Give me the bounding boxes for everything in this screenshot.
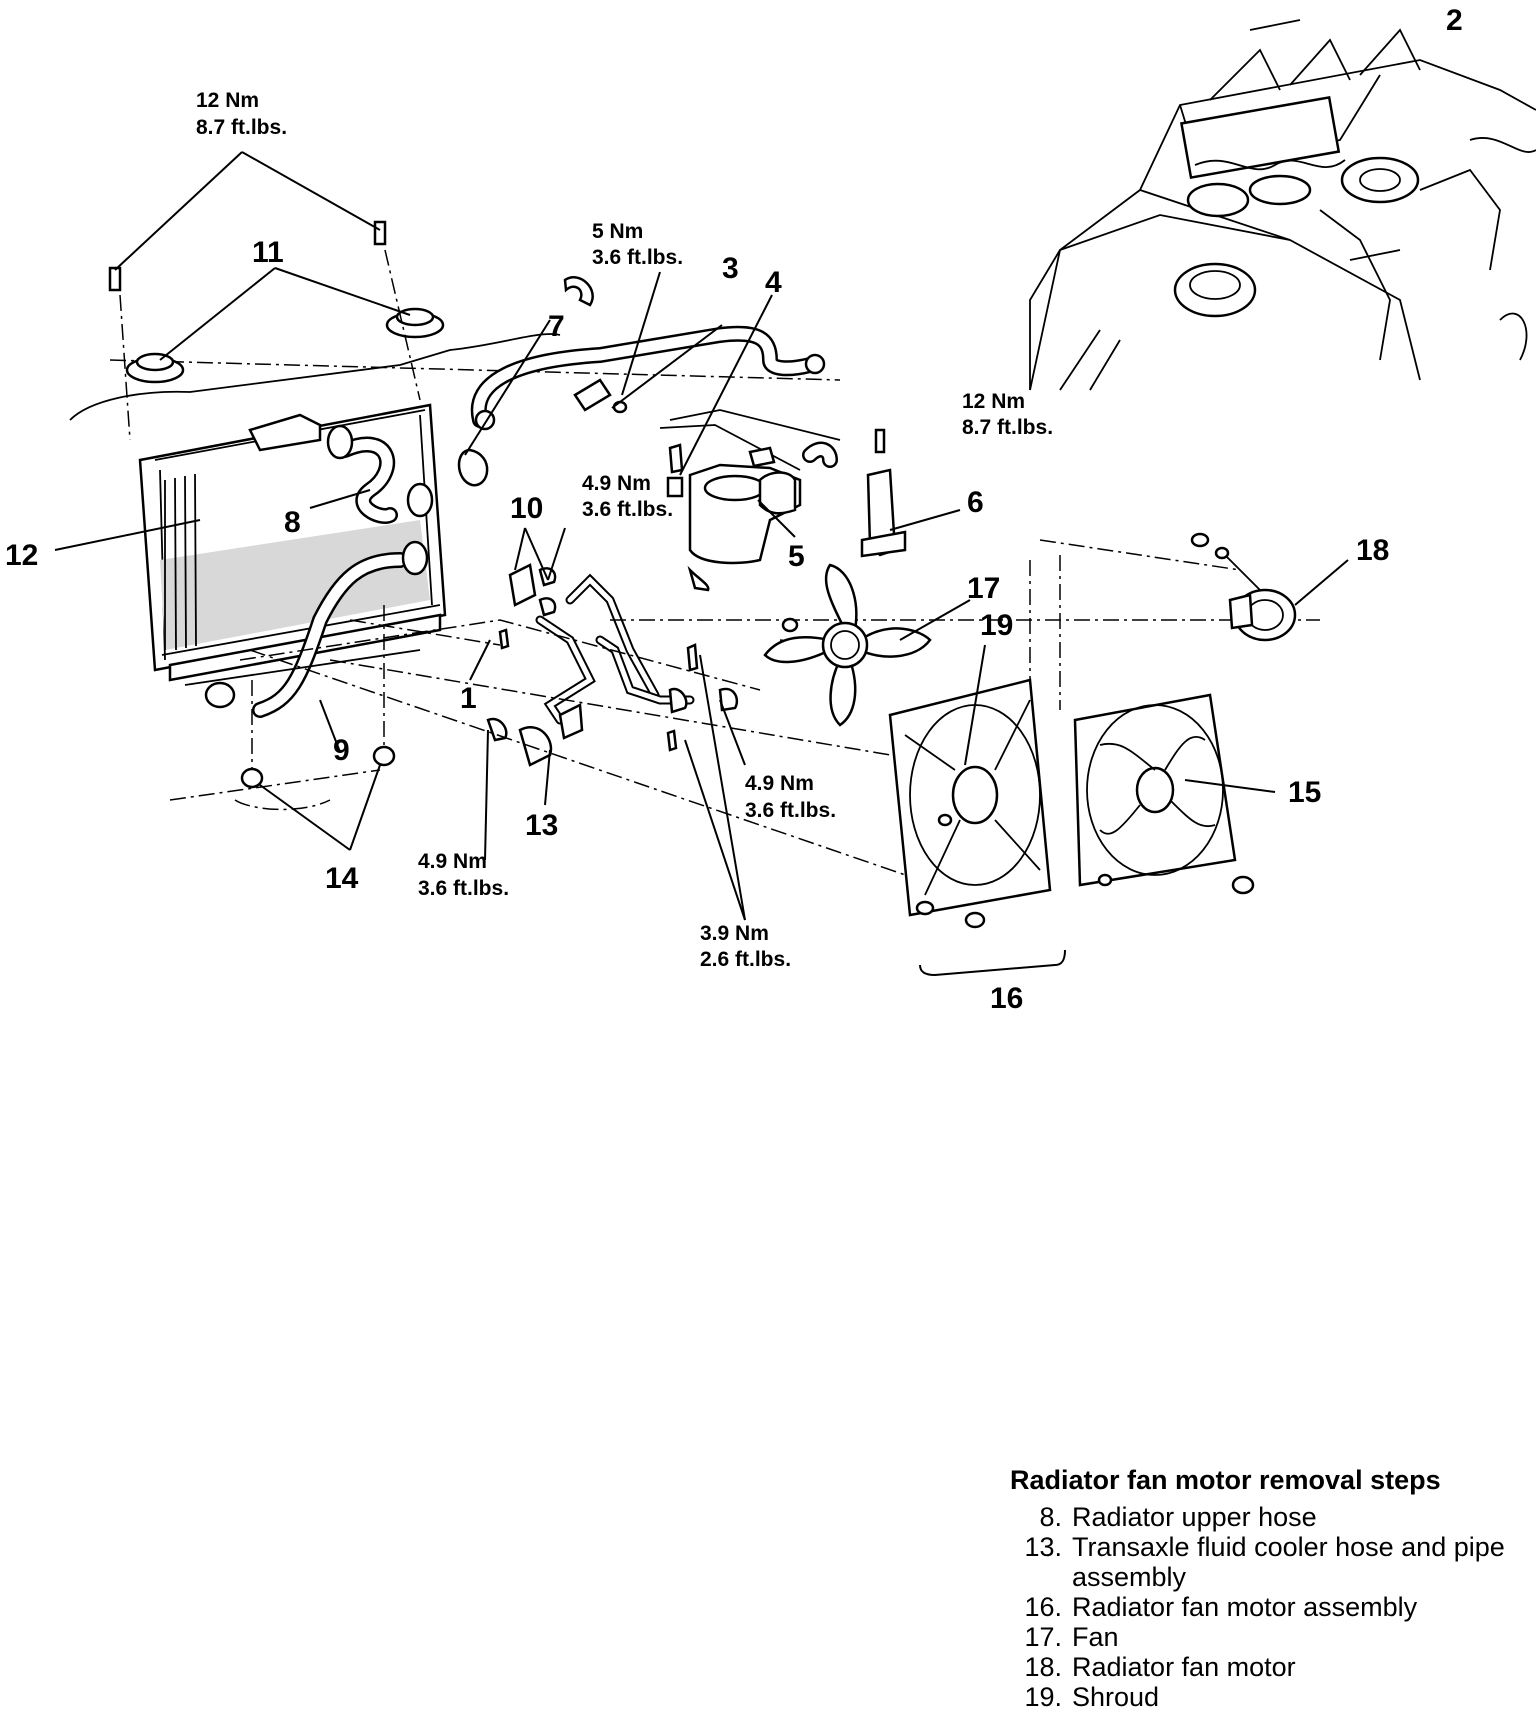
callout-7: 7 [548, 310, 565, 343]
fan-motor [1190, 532, 1297, 642]
callout-3: 3 [722, 252, 739, 285]
upper-insulators [108, 220, 445, 441]
torque-pipe-ft: 3.6 ft.lbs. [745, 799, 836, 822]
removal-steps-list: 8. Radiator upper hose 13. Transaxle fluid… [1010, 1502, 1530, 1712]
removal-steps: Radiator fan motor removal steps 8. Radia… [1010, 1465, 1530, 1712]
step-number: 8. [1039, 1502, 1062, 1532]
callout-6: 6 [967, 486, 984, 519]
callout-14: 14 [325, 862, 359, 895]
torque-center-nm: 4.9 Nm [582, 472, 651, 495]
bracket [860, 428, 907, 558]
step-text: Shroud [1072, 1682, 1160, 1712]
callout-8: 8 [284, 506, 301, 539]
step-number: 18. [1024, 1652, 1062, 1682]
torque-lower-nm: 4.9 Nm [418, 850, 487, 873]
engine-drawing [1029, 19, 1536, 391]
callout-labels: 2 3 4 5 6 7 8 9 10 11 12 13 14 15 16 17 … [5, 4, 1463, 1015]
shroud [888, 678, 1052, 929]
step-number: 17. [1024, 1622, 1062, 1652]
torque-top-nm: 12 Nm [196, 89, 259, 112]
callout-12: 12 [5, 539, 38, 572]
step-item: 13. Transaxle fluid cooler hose and pipe … [1010, 1532, 1530, 1592]
torque-labels: 12 Nm 8.7 ft.lbs. 5 Nm 3.6 ft.lbs. 4.9 N… [196, 89, 1053, 971]
step-item: 18. Radiator fan motor [1010, 1652, 1530, 1682]
upper-hose [326, 424, 434, 524]
fan-assembly [1073, 693, 1255, 895]
step-text: Radiator fan motor [1072, 1652, 1296, 1682]
callout-1: 1 [460, 682, 477, 715]
bracket-16 [919, 949, 1066, 977]
callout-2: 2 [1446, 4, 1463, 37]
torque-bolt-nm: 3.9 Nm [700, 922, 769, 945]
cooler-pipes [486, 563, 739, 767]
step-item: 17. Fan [1010, 1622, 1530, 1652]
torque-bracket-nm: 12 Nm [962, 390, 1025, 413]
callout-15: 15 [1288, 776, 1321, 809]
torque-bracket-ft: 8.7 ft.lbs. [962, 416, 1053, 439]
torque-lower-ft: 3.6 ft.lbs. [418, 877, 509, 900]
step-text: Fan [1072, 1622, 1119, 1652]
torque-top-ft: 8.7 ft.lbs. [196, 116, 287, 139]
leader-lines [54, 151, 1349, 921]
step-item: 19. Shroud [1010, 1682, 1530, 1712]
step-number: 16. [1024, 1592, 1062, 1622]
torque-hose-nm: 5 Nm [592, 220, 643, 243]
step-item: 16. Radiator fan motor assembly [1010, 1592, 1530, 1622]
overflow-hose [457, 276, 826, 487]
step-number: 19. [1024, 1682, 1062, 1712]
reservoir-tank [659, 424, 838, 592]
step-item: 8. Radiator upper hose [1010, 1502, 1530, 1532]
torque-bolt-ft: 2.6 ft.lbs. [700, 948, 791, 971]
torque-center-ft: 3.6 ft.lbs. [582, 498, 673, 521]
callout-16: 16 [990, 982, 1023, 1015]
removal-steps-title: Radiator fan motor removal steps [1010, 1465, 1441, 1495]
torque-hose-ft: 3.6 ft.lbs. [592, 246, 683, 269]
callout-4: 4 [765, 266, 782, 299]
callout-5: 5 [788, 540, 805, 573]
step-number: 13. [1024, 1532, 1062, 1562]
callout-17: 17 [967, 572, 1000, 605]
radiator [138, 403, 447, 682]
fan [763, 563, 932, 727]
callout-9: 9 [333, 734, 350, 767]
callout-18: 18 [1356, 534, 1389, 567]
lower-hose [204, 540, 429, 718]
step-text: Transaxle fluid cooler hose and pipe ass… [1072, 1532, 1505, 1592]
callout-13: 13 [525, 809, 558, 842]
step-text: Radiator fan motor assembly [1072, 1592, 1418, 1622]
callout-10: 10 [510, 492, 543, 525]
step-text: Radiator upper hose [1072, 1502, 1317, 1532]
callout-11: 11 [252, 236, 284, 269]
callout-19: 19 [980, 609, 1013, 642]
torque-pipe-nm: 4.9 Nm [745, 772, 814, 795]
lower-insulators [240, 605, 396, 789]
